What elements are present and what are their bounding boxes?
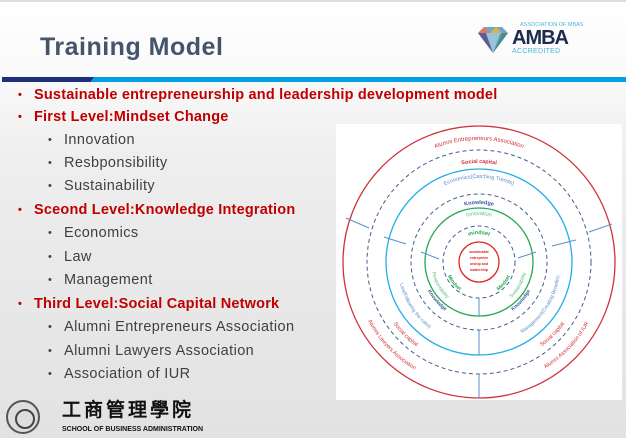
center-line-3: urship and [470, 262, 488, 266]
svg-text:Management(Creating Benefits): Management(Creating Benefits) [520, 275, 562, 335]
label-social-capital-left: Social capital [392, 321, 419, 348]
svg-text:Law(Following the rules): Law(Following the rules) [398, 283, 432, 330]
bullet-text: Sustainable entrepreneurship and leaders… [34, 87, 498, 103]
school-logo: 工商管理學院 SCHOOL OF BUSINESS ADMINISTRATION [4, 398, 203, 436]
label-alumni-entrepreneurs: Alumni Entrepreneurs Association [434, 136, 525, 150]
svg-text:Mindset: Mindset [496, 274, 512, 292]
bullet-subitem: Law [48, 248, 92, 266]
page-title: Training Model [40, 33, 224, 61]
divider [0, 0, 626, 2]
svg-text:Social capital: Social capital [392, 321, 419, 348]
svg-text:mindset: mindset [468, 230, 491, 238]
bullet-text: Association of IUR [64, 366, 191, 382]
bullet-subitem: Economics [48, 224, 139, 242]
bullet-heading: First Level:Mindset Change [18, 108, 229, 126]
label-alumni-lawyers: Alumni Lawyers Association [366, 319, 417, 372]
bullet-text: Resbponsibility [64, 155, 168, 171]
svg-text:Alumni Entrepreneurs Associati: Alumni Entrepreneurs Association [434, 136, 525, 150]
bullet-text: Management [64, 272, 153, 288]
header-bar [2, 77, 626, 82]
label-mindset-right: Mindset [496, 274, 512, 292]
training-model-diagram: Alumni Entrepreneurs Association Social … [336, 124, 622, 400]
bullet-text: Economics [64, 225, 139, 241]
bullet-text: Third Level:Social Capital Network [34, 296, 280, 312]
label-economics: Economics(Catching Trends) [443, 174, 515, 187]
label-mindset: mindset [468, 230, 491, 238]
amba-association-text: ASSOCIATION OF MBAS [520, 22, 584, 28]
bullet-subitem: Sustainability [48, 177, 155, 195]
bullet-text: Innovation [64, 132, 135, 148]
svg-text:Alumni Association of IUR: Alumni Association of IUR [543, 321, 590, 370]
label-social-capital: Social capital [461, 159, 498, 167]
svg-text:Social capital: Social capital [539, 321, 566, 348]
bullet-heading: Third Level:Social Capital Network [18, 295, 279, 313]
svg-text:Innovation: Innovation [465, 211, 492, 219]
school-name-chinese: 工商管理學院 [62, 399, 195, 421]
amba-logo: ASSOCIATION OF MBAS AMBA ACCREDITED [476, 22, 586, 58]
svg-text:Economics(Catching Trends): Economics(Catching Trends) [443, 174, 515, 187]
school-seal-icon [6, 400, 40, 434]
bullet-subitem: Alumni Entrepreneurs Association [48, 318, 294, 336]
center-circle [458, 241, 500, 283]
amba-accredited: ACCREDITED [512, 48, 561, 55]
label-alumni-iur: Alumni Association of IUR [543, 321, 590, 370]
center-line-4: leadership [470, 268, 489, 272]
bullet-subitem: Alumni Lawyers Association [48, 342, 254, 360]
svg-text:Social capital: Social capital [461, 159, 498, 167]
bullet-subitem: Innovation [48, 131, 135, 149]
label-knowledge: Knowledge [464, 200, 495, 208]
bullet-text: Sustainability [64, 178, 156, 194]
bullet-subitem: Management [48, 271, 153, 289]
label-management: Management(Creating Benefits) [520, 275, 562, 335]
bullet-text: Alumni Lawyers Association [64, 343, 255, 359]
school-name-english: SCHOOL OF BUSINESS ADMINISTRATION [62, 426, 204, 433]
bullet-subitem: Resbponsibility [48, 154, 168, 172]
bullet-subitem: Association of IUR [48, 365, 190, 383]
center-line-2: entreprene [470, 256, 489, 260]
label-social-capital-right: Social capital [539, 321, 566, 348]
bullet-heading: Sceond Level:Knowledge Integration [18, 201, 295, 219]
center-line-1: sustainable [469, 250, 489, 254]
diamond-icon [478, 27, 508, 53]
bullet-text: Law [64, 249, 92, 265]
bullet-text: First Level:Mindset Change [34, 109, 229, 125]
bullet-text: Alumni Entrepreneurs Association [64, 319, 295, 335]
label-innovation: Innovation [465, 211, 492, 219]
bullet-text: Sceond Level:Knowledge Integration [34, 202, 296, 218]
bullet-heading: Sustainable entrepreneurship and leaders… [18, 86, 497, 104]
svg-text:Knowledge: Knowledge [464, 200, 495, 208]
svg-text:Alumni Lawyers Association: Alumni Lawyers Association [366, 319, 417, 372]
label-mindset-left: Mindset [446, 274, 462, 292]
label-law: Law(Following the rules) [398, 283, 432, 330]
svg-text:Mindset: Mindset [446, 274, 462, 292]
concentric-circles-diagram: Alumni Entrepreneurs Association Social … [342, 125, 616, 399]
amba-name: AMBA [512, 27, 569, 49]
